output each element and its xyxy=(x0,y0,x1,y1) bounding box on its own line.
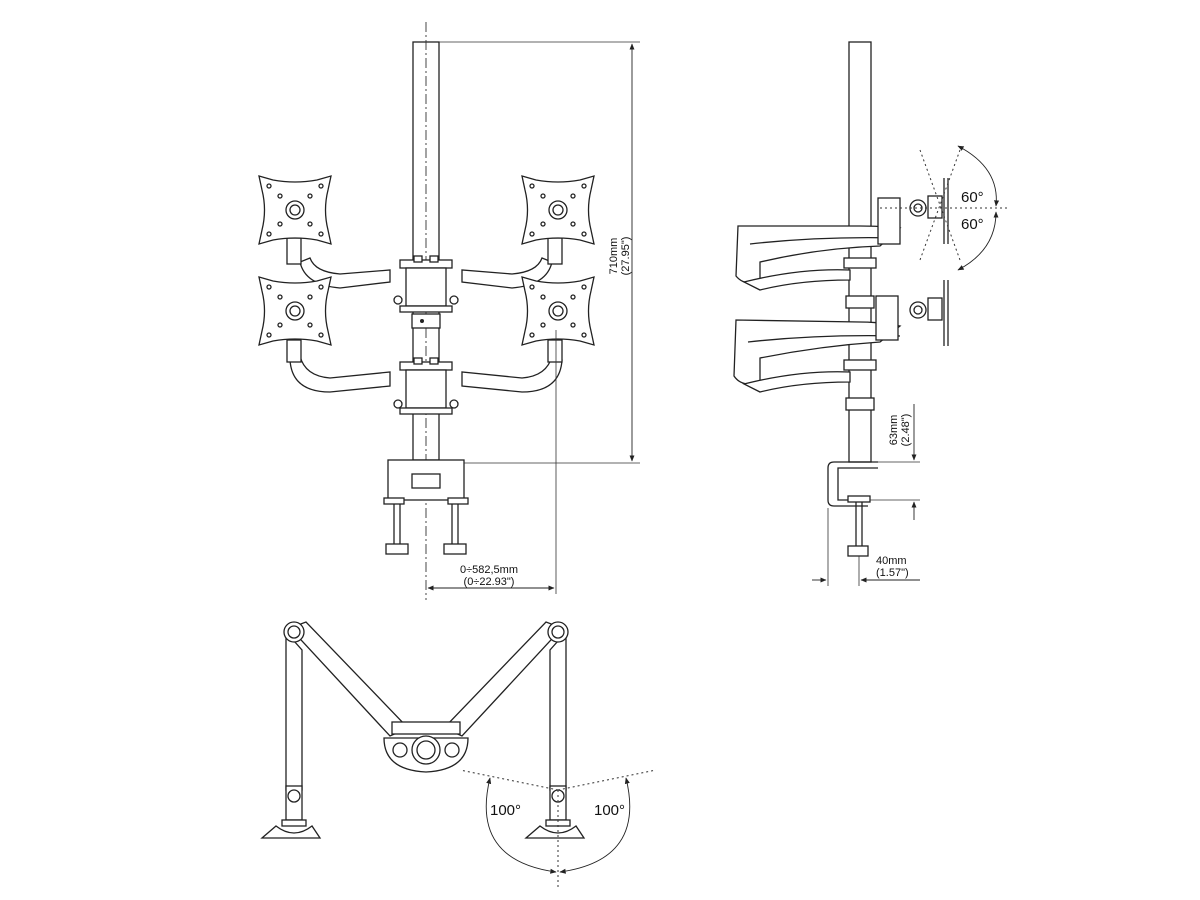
lower-left-arm xyxy=(289,355,391,393)
upper-collar xyxy=(399,255,453,313)
clamp-offset-mm: 40mm xyxy=(876,555,907,567)
clamp-offset-inch: (1.57") xyxy=(876,567,909,579)
top-right-vertical-arm xyxy=(549,630,567,791)
monitor-plate-bottom-right xyxy=(521,276,595,346)
top-left-monitor-head xyxy=(260,785,322,839)
top-left-diagonal-arm xyxy=(288,621,410,737)
tilt-up-angle: 60° xyxy=(961,189,984,206)
top-right-monitor-head xyxy=(524,785,586,839)
side-view: 60° 60° 63mm (2.48") 40mm (1.57") xyxy=(733,41,1010,586)
clamp-opening-inch: (2.48") xyxy=(900,414,912,447)
rotation-right-angle: 100° xyxy=(594,802,625,819)
front-desk-clamp xyxy=(383,459,469,555)
rotation-left-arc xyxy=(485,777,557,874)
height-dimension-mm: 710mm xyxy=(608,238,620,275)
reach-dimension-mm: 0÷582,5mm xyxy=(460,564,518,576)
top-view: 100° 100° xyxy=(260,621,657,890)
monitor-plate-top-left xyxy=(258,175,332,245)
front-view: 710mm (27.95") 0÷582,5mm (0÷22.93") xyxy=(258,22,640,600)
height-dimension-inch: (27.95") xyxy=(620,237,632,276)
top-left-vertical-arm xyxy=(285,630,303,791)
tilt-down-angle: 60° xyxy=(961,216,984,233)
lower-right-arm xyxy=(461,355,563,393)
lower-collar xyxy=(399,357,453,415)
reach-dimension-inch: (0÷22.93") xyxy=(464,576,515,588)
monitor-plate-bottom-left xyxy=(258,276,332,346)
rotation-left-angle: 100° xyxy=(490,802,521,819)
tilt-down-arc xyxy=(957,211,999,271)
rotation-right-arc xyxy=(559,777,631,874)
clamp-opening-mm: 63mm xyxy=(888,415,900,446)
side-desk-clamp xyxy=(827,461,878,557)
tilt-up-arc xyxy=(957,145,1000,207)
top-right-diagonal-arm xyxy=(442,621,564,737)
monitor-plate-top-right xyxy=(521,175,595,245)
